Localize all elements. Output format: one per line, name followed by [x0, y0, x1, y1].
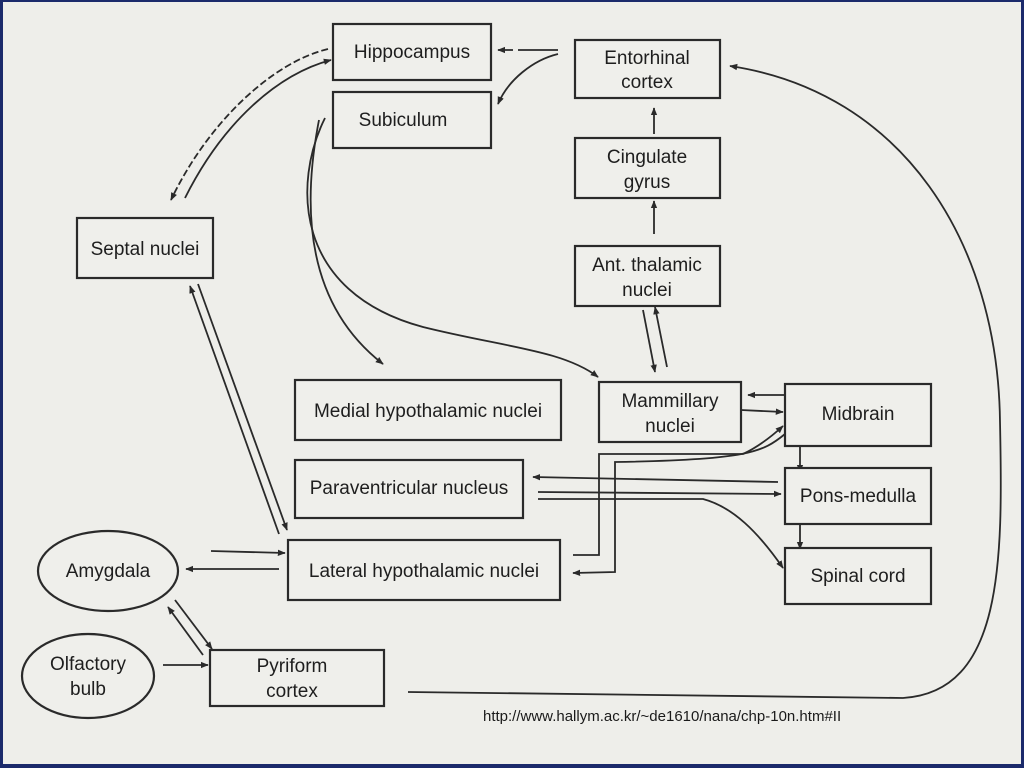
node-label: Medial hypothalamic nuclei [314, 401, 542, 422]
node-amygdala: Amygdala [36, 529, 180, 613]
node-label: bulb [70, 679, 106, 700]
nodes: Hippocampus Entorhinal cortex Subiculum … [20, 22, 933, 720]
node-paraventricular-nucleus: Paraventricular nucleus [293, 458, 525, 520]
edges [163, 48, 1002, 699]
source-url: http://www.hallym.ac.kr/~de1610/nana/chp… [483, 708, 842, 725]
node-label: Olfactory [50, 654, 127, 675]
node-label: Pyriform [257, 656, 328, 677]
node-label: Ant. thalamic [592, 255, 702, 276]
node-entorhinal-cortex: Entorhinal cortex [573, 38, 722, 100]
edge-paraventricular-to-spinal [538, 498, 784, 569]
edge-subiculum-to-mammillary [306, 117, 599, 378]
node-subiculum: Subiculum [331, 90, 493, 150]
edge-hippocampus-to-septal [170, 48, 329, 201]
edge-septal-to-hippocampus [184, 58, 332, 199]
node-mammillary-nuclei: Mammillary nuclei [597, 380, 743, 444]
node-label: Hippocampus [354, 42, 470, 63]
node-label: Pons-medulla [800, 486, 917, 507]
node-label: cortex [266, 681, 318, 702]
node-lateral-hypothalamic-nuclei: Lateral hypothalamic nuclei [286, 538, 562, 602]
node-label: Subiculum [359, 110, 448, 131]
edge-antthalamic-to-mammillary [642, 309, 657, 373]
edge-mammillary-to-midbrain [740, 408, 784, 415]
edge-pyriform-to-entorhinal [407, 63, 1002, 699]
node-olfactory-bulb: Olfactory bulb [20, 632, 156, 720]
edge-lateral-to-midbrain [573, 425, 784, 556]
node-label: Spinal cord [810, 566, 905, 587]
node-label: Midbrain [822, 404, 895, 425]
edge-pyriform-to-amygdala [167, 606, 204, 656]
node-midbrain: Midbrain [783, 382, 933, 448]
node-label: Lateral hypothalamic nuclei [309, 561, 539, 582]
node-label: Amygdala [66, 561, 151, 582]
node-label: Septal nuclei [91, 239, 200, 260]
node-label: Cingulate [607, 147, 687, 168]
node-pyriform-cortex: Pyriform cortex [208, 648, 386, 708]
slide: Hippocampus Entorhinal cortex Subiculum … [3, 2, 1021, 764]
node-label: Mammillary [621, 391, 719, 412]
node-spinal-cord: Spinal cord [783, 546, 933, 606]
node-hippocampus: Hippocampus [331, 22, 493, 82]
node-ant-thalamic-nuclei: Ant. thalamic nuclei [573, 244, 722, 308]
node-label: nuclei [645, 416, 695, 437]
node-label: cortex [621, 72, 673, 93]
node-pons-medulla: Pons-medulla [783, 466, 933, 526]
edge-paraventricular-to-pons [537, 490, 782, 498]
node-label: nuclei [622, 280, 672, 301]
edge-amygdala-to-lateral [210, 549, 286, 557]
node-label: gyrus [624, 172, 670, 193]
edge-pons-to-paraventricular [532, 473, 779, 483]
node-medial-hypothalamic-nuclei: Medial hypothalamic nuclei [293, 378, 563, 442]
edge-lateral-to-septal [189, 285, 280, 535]
node-label: Paraventricular nucleus [310, 478, 509, 499]
edge-entorhinal-to-subiculum [497, 53, 559, 105]
edge-subiculum-to-medial [309, 119, 384, 365]
edge-septal-to-lateral [197, 283, 288, 531]
node-cingulate-gyrus: Cingulate gyrus [573, 136, 722, 200]
limbic-system-diagram: Hippocampus Entorhinal cortex Subiculum … [20, 22, 1002, 720]
node-label: Entorhinal [604, 48, 690, 69]
node-septal-nuclei: Septal nuclei [75, 216, 215, 280]
edge-midbrain-to-lateral [572, 433, 786, 577]
edge-amygdala-to-pyriform [174, 599, 213, 650]
edge-mammillary-to-antthalamic [653, 306, 668, 368]
